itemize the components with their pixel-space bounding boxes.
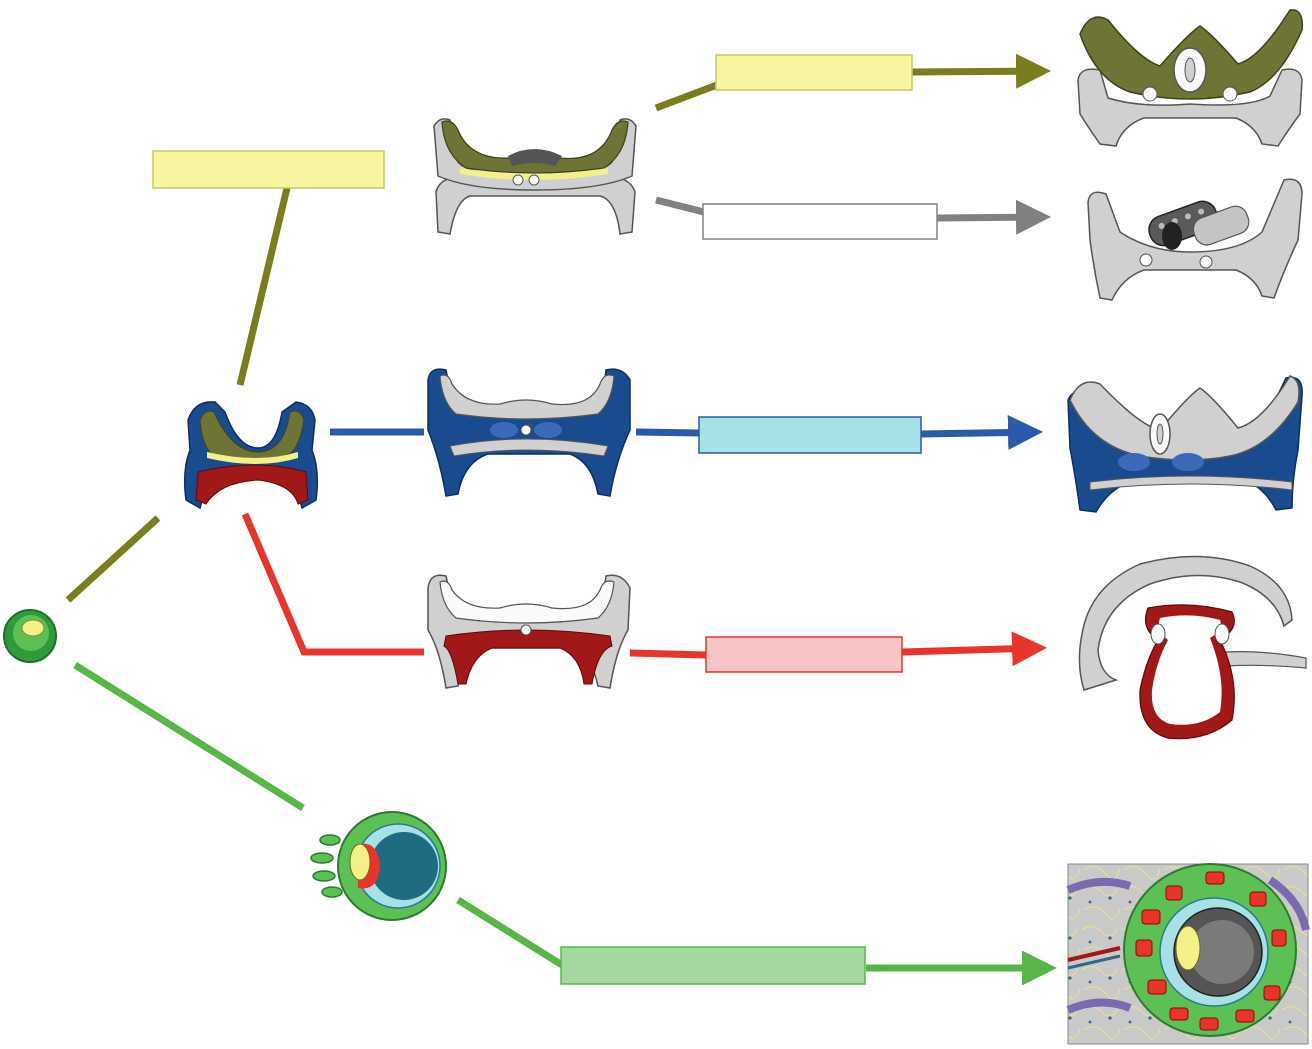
surface-ectoderm-box [702,203,938,240]
neuroectoderm-box [715,54,913,91]
arrow-surface-ectoderm [936,199,1051,235]
connector-zygote-embryo [65,515,161,603]
neural-tube-result-illustration [1077,9,1303,147]
arrow-endoderm [901,631,1047,667]
mesoderm-result-illustration [1067,375,1303,513]
connector-to-neuroectoderm [654,81,719,112]
endoderm-section-illustration [427,574,631,689]
surface-ectoderm-result-illustration [1087,178,1303,301]
mesoderm-box [698,416,922,454]
connector-blastocyst-trophoblast [456,897,564,968]
blastocyst-illustration [310,811,447,921]
zygote-illustration [3,609,57,663]
connector-endoderm-box [629,649,708,659]
endoderm-result-illustration [1078,555,1307,740]
arrow-neuroectoderm [911,53,1051,89]
connector-mesoderm-box [635,428,701,437]
connector-to-surface-ectoderm [655,196,705,216]
ectoderm-box [152,150,385,189]
connector-zygote-blastocyst [73,662,305,811]
connector-embryo-endoderm [241,512,424,656]
mesoderm-section-illustration [427,368,631,497]
trophoblast-box [560,946,866,985]
endoderm-box [705,636,903,673]
trophoblast-result-illustration [1066,863,1310,1045]
arrow-mesoderm [920,414,1043,450]
connector-embryo-ectoderm [236,187,291,386]
neural-plate-illustration [433,118,637,235]
connectors [65,53,1057,986]
trilaminar-embryo-illustration [183,401,319,510]
label-boxes [152,54,938,985]
